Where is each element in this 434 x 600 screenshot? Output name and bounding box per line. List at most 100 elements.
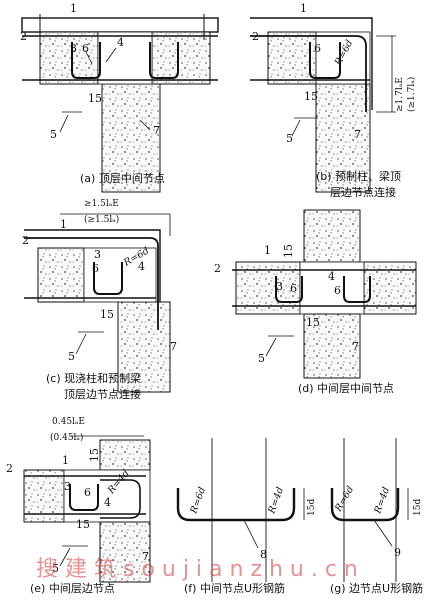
label-c-1: 1 xyxy=(60,218,67,231)
label-e-4: 4 xyxy=(104,496,111,509)
leader-b-5 xyxy=(291,119,301,137)
panel-b: 1 2 6 R=6d ≥1.7lₐE (≥1.7lₐ) 15 5 7 (b) 预… xyxy=(250,2,417,199)
label-b-1: 1 xyxy=(300,2,307,15)
u-bar-a-right xyxy=(149,42,179,79)
dim-b-2: (≥1.7lₐ) xyxy=(406,77,417,112)
hook-bar-b xyxy=(250,35,367,112)
caption-a: (a) 顶层中间节点 xyxy=(80,172,165,185)
hook-bar-e xyxy=(100,479,141,519)
column-c xyxy=(117,301,171,393)
label-c-5: 5 xyxy=(68,350,75,363)
label-b-5: 5 xyxy=(286,132,293,145)
caption-c-line1: (c) 现浇柱和预制梁 xyxy=(46,371,141,385)
label-g-9: 9 xyxy=(394,546,401,559)
column-d-upper xyxy=(303,209,361,263)
label-c-6: 6 xyxy=(92,262,99,275)
label-c-15: 15 xyxy=(100,308,114,321)
label-b-2: 2 xyxy=(252,30,259,43)
joint-core-a xyxy=(97,31,153,85)
label-e-1: 1 xyxy=(62,454,69,467)
label-e-5: 5 xyxy=(52,562,59,575)
leader-g-9 xyxy=(373,519,393,547)
radius-f-left: R=6d xyxy=(188,486,208,516)
label-d-3: 3 xyxy=(276,280,283,293)
leader-e-5 xyxy=(59,547,71,567)
column-a xyxy=(101,83,161,193)
label-c-7: 7 xyxy=(170,340,177,353)
label-a-5: 5 xyxy=(50,128,57,141)
radius-f-right: R=4d xyxy=(266,486,286,516)
dim-c-1: ≥1.5lₐE xyxy=(84,199,119,209)
label-c-4: 4 xyxy=(138,260,145,273)
joint-core-b xyxy=(315,31,371,85)
label-c-2: 2 xyxy=(22,234,29,247)
label-f-8: 8 xyxy=(260,548,267,561)
label-b-6: 6 xyxy=(314,42,321,55)
caption-g: (g) 边节点U形钢筋 xyxy=(330,581,423,595)
label-b-7: 7 xyxy=(354,128,361,141)
dim-e-1: 0.45lₐE xyxy=(52,417,85,427)
u-bar-g xyxy=(330,488,400,522)
label-a-6: 6 xyxy=(82,42,89,55)
beam-a-right xyxy=(151,31,211,85)
u-bar-d-left xyxy=(275,276,303,303)
column-b xyxy=(315,83,371,193)
leader-d-5 xyxy=(265,337,277,357)
hook-bar-c xyxy=(24,237,159,330)
beam-a-left xyxy=(39,31,99,85)
caption-e: (e) 中间层边节点 xyxy=(30,582,115,595)
label-e-3: 3 xyxy=(64,480,71,493)
dim-f: 15d xyxy=(307,499,317,516)
leader-a-5 xyxy=(59,114,69,133)
label-e-15b: 15 xyxy=(76,518,90,531)
slab-c xyxy=(24,229,161,320)
dim-g: 15d xyxy=(413,499,423,516)
u-bar-a-left xyxy=(71,42,101,79)
leader-f-8 xyxy=(243,519,259,549)
caption-c-line2: 顶层边节点连接 xyxy=(64,388,141,401)
leader-c-5 xyxy=(75,333,87,355)
panel-a: 1 2 3 6 4 15 5 7 (a) 顶层中间节点 xyxy=(20,2,219,193)
u-bar-e xyxy=(69,484,99,511)
caption-f: (f) 中间节点U形钢筋 xyxy=(184,581,285,595)
label-a-4: 4 xyxy=(117,36,124,49)
radius-g-inner: R=4d xyxy=(372,486,392,516)
label-c-3: 3 xyxy=(94,248,101,261)
column-e-lower xyxy=(99,521,151,583)
label-e-2: 2 xyxy=(6,462,13,475)
label-d-2: 2 xyxy=(214,262,221,275)
label-d-6a: 6 xyxy=(290,282,297,295)
label-d-15a: 15 xyxy=(282,244,295,258)
caption-d: (d) 中间层中间节点 xyxy=(298,382,394,395)
u-bar-f xyxy=(176,488,296,522)
u-bar-b xyxy=(309,42,341,79)
leader-a-4 xyxy=(105,47,117,63)
label-e-6: 6 xyxy=(84,486,91,499)
radius-g: R=6d xyxy=(333,484,357,514)
caption-b-line2: 层边节点连接 xyxy=(330,186,396,199)
slab-b xyxy=(250,17,373,110)
label-d-5: 5 xyxy=(258,352,265,365)
panel-c: ≥1.5lₐE (≥1.5lₐ) 1 2 3 6 4 R=6d 15 5 7 (… xyxy=(22,199,177,401)
dim-leader-c xyxy=(60,213,171,236)
column-d-lower xyxy=(303,313,361,379)
label-a-3: 3 xyxy=(70,42,77,55)
column-e-upper xyxy=(99,439,151,471)
label-b-15: 15 xyxy=(304,90,318,103)
slab-a xyxy=(21,17,219,33)
dim-e-2: (0.45lₐ) xyxy=(50,432,83,443)
leader-a-7 xyxy=(139,119,151,131)
label-a-1: 1 xyxy=(70,2,77,15)
label-d-15b: 15 xyxy=(306,316,320,329)
dim-b-1: ≥1.7lₐE xyxy=(395,77,405,112)
label-d-6b: 6 xyxy=(334,284,341,297)
panel-g: R=6d R=4d 15d 9 (g) 边节点U形钢筋 xyxy=(330,438,423,595)
label-d-7: 7 xyxy=(352,340,359,353)
label-e-15a: 15 xyxy=(88,448,101,462)
u-bar-c xyxy=(93,262,123,295)
label-a-2: 2 xyxy=(20,30,27,43)
label-a-7: 7 xyxy=(153,124,160,137)
caption-b-line1: (b) 预制柱、梁顶 xyxy=(316,169,401,183)
u-bar-d-right xyxy=(343,276,371,303)
